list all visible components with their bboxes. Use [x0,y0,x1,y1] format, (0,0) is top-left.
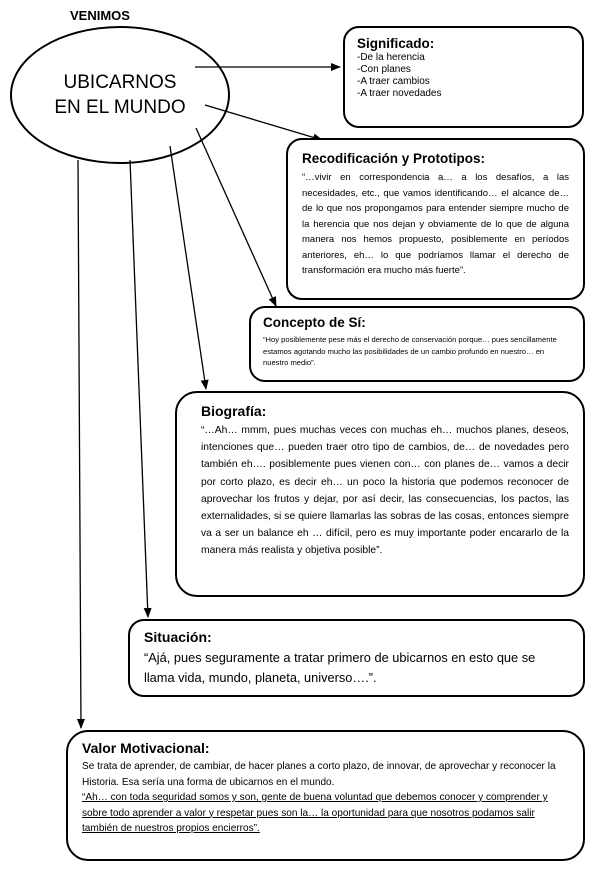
recodificacion-title: Recodificación y Prototipos: [302,151,486,166]
significado-item: -De la herencia [357,52,425,63]
arrow-to-concepto [195,127,277,307]
valor-quote: “Ah… con toda seguridad somos y son, gen… [82,792,548,834]
recodificacion-text: “…vivir en correspondencia a… a los desa… [302,172,569,276]
significado-box: Significado: -De la herencia -Con planes… [343,26,584,128]
biografia-title: Biografía: [201,403,267,419]
situacion-title: Situación: [144,629,212,645]
center-line-1: UBICARNOS [63,72,177,93]
concepto-title: Concepto de Sí: [263,315,366,330]
arrow-to-valor [76,159,85,729]
arrow-to-biografia [169,145,209,390]
center-ellipse: UBICARNOS EN EL MUNDO [10,26,230,164]
venimos-label: VENIMOS [70,8,130,23]
situacion-box: Situación: “Ajá, pues seguramente a trat… [128,619,585,697]
situacion-text: “Ajá, pues seguramente a tratar primero … [144,650,536,685]
significado-item: -A traer cambios [357,76,430,87]
biografia-box: Biografía: “…Ah… mmm, pues muchas veces … [175,391,585,597]
valor-text: Se trata de aprender, de cambiar, de hac… [82,761,556,788]
concepto-box: Concepto de Sí: “Hoy posiblemente pese m… [249,306,585,382]
concepto-text: “Hoy posiblemente pese más el derecho de… [263,335,557,367]
arrow-to-situacion [129,159,152,618]
significado-item: -A traer novedades [357,88,442,99]
significado-item: -Con planes [357,64,411,75]
recodificacion-box: Recodificación y Prototipos: “…vivir en … [286,138,585,300]
center-line-2: EN EL MUNDO [54,97,186,118]
biografia-text: “…Ah… mmm, pues muchas veces con muchas … [201,425,569,557]
valor-title: Valor Motivacional: [82,740,210,756]
valor-box: Valor Motivacional: Se trata de aprender… [66,730,585,861]
significado-title: Significado: [357,36,435,51]
